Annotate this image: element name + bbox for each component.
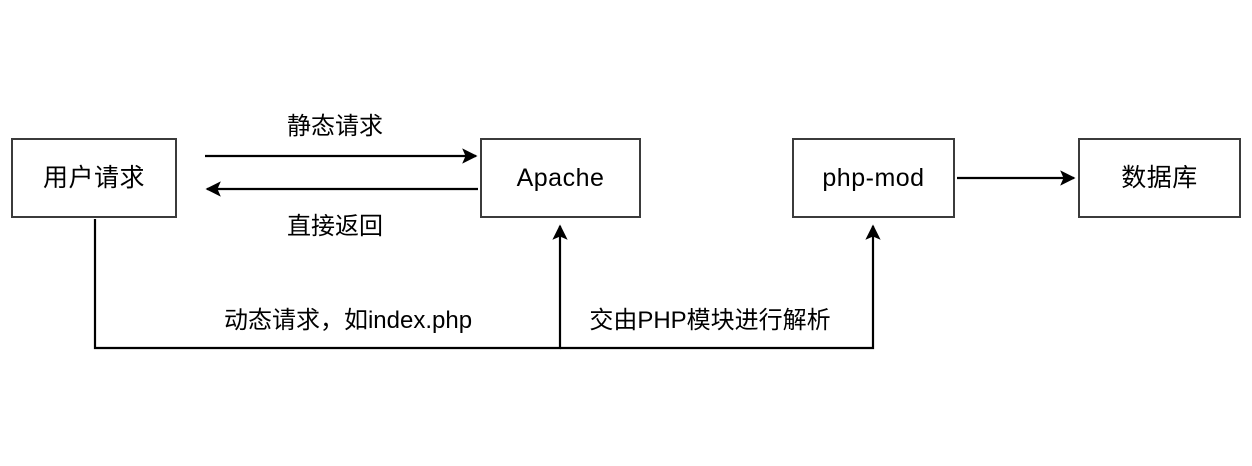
node-user-request-label: 用户请求	[42, 163, 145, 192]
node-database-label: 数据库	[1121, 163, 1198, 192]
edge-label-direct-return: 直接返回	[287, 213, 383, 240]
edge-php-parse	[560, 224, 881, 350]
edge-label-dynamic-request: 动态请求，如index.php	[223, 307, 473, 334]
node-user-request[interactable]: 用户请求	[11, 138, 177, 218]
node-php-mod-label: php-mod	[822, 163, 925, 192]
node-database[interactable]: 数据库	[1078, 138, 1241, 218]
edge-label-php-parse: 交由PHP模块进行解析	[589, 307, 831, 334]
node-apache[interactable]: Apache	[480, 138, 641, 218]
node-apache-label: Apache	[516, 163, 605, 192]
edge-dynamic-request	[93, 219, 568, 350]
edge-label-static-request: 静态请求	[287, 113, 383, 140]
node-php-mod[interactable]: php-mod	[792, 138, 955, 218]
